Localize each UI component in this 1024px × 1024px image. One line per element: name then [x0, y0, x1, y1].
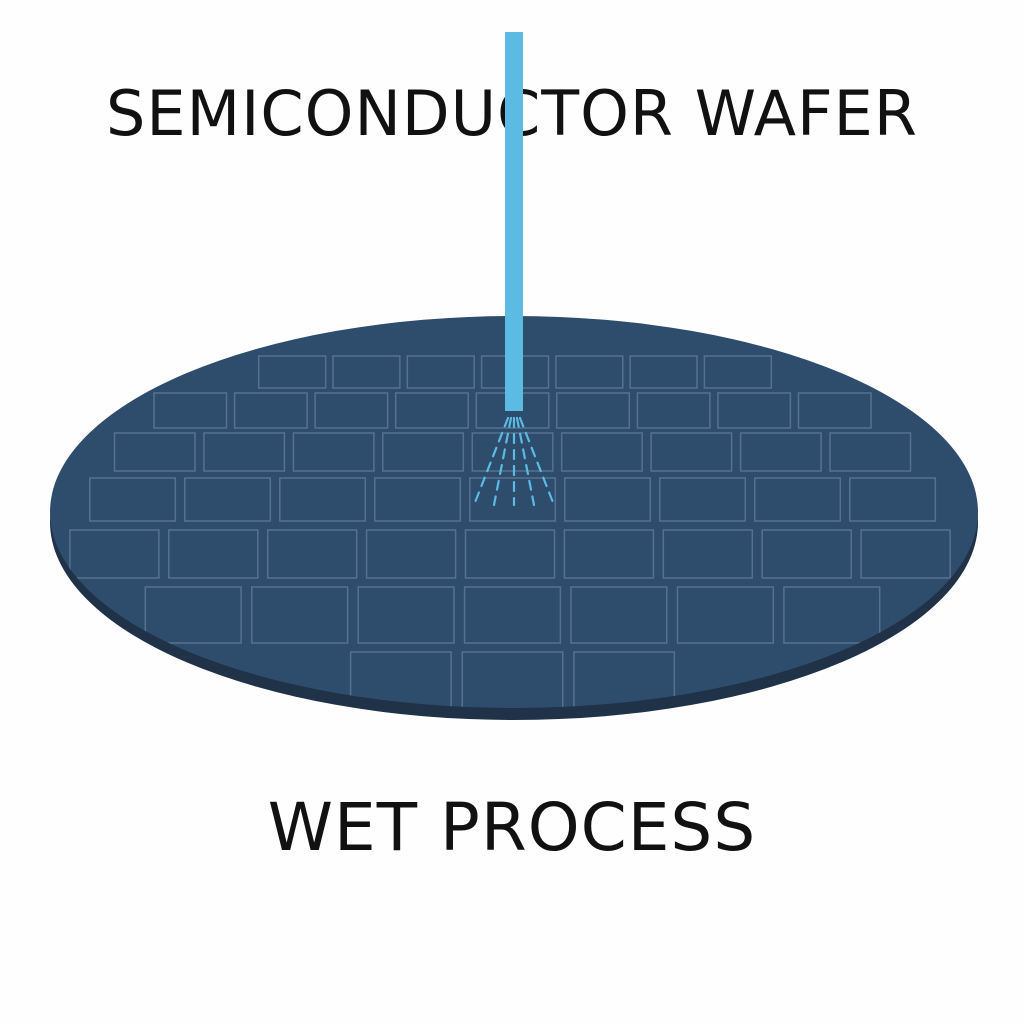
die-cell — [739, 432, 822, 472]
die-cell — [560, 432, 643, 472]
die-cell — [394, 392, 469, 429]
die-cell — [797, 392, 872, 429]
spray-droplet-line — [492, 416, 513, 507]
die-cell — [168, 529, 259, 579]
die-cell — [69, 529, 160, 579]
diagram-caption: WET PROCESS — [267, 789, 757, 866]
die-cell — [754, 477, 842, 522]
wafer-icon — [50, 316, 978, 708]
die-cell — [292, 432, 375, 472]
die-cell — [233, 392, 308, 429]
die-cell — [461, 651, 564, 708]
die-cell — [636, 392, 711, 429]
die-cell — [469, 477, 557, 522]
die-cell — [860, 529, 951, 579]
die-cell — [703, 355, 773, 389]
die-cell — [676, 586, 775, 644]
die-cell — [332, 355, 401, 389]
die-cell — [556, 392, 631, 429]
die-cell — [357, 586, 455, 644]
spray-droplet-line — [518, 416, 556, 507]
die-cell — [471, 432, 554, 472]
die-cell — [629, 355, 698, 389]
die-cell — [266, 529, 358, 579]
die-cell — [659, 477, 747, 522]
die-cell — [570, 586, 668, 644]
die-cell — [829, 432, 912, 472]
die-cell — [349, 651, 452, 708]
die-cell — [314, 392, 389, 429]
die-cell — [406, 355, 475, 389]
spray-icon — [472, 416, 556, 507]
die-cell — [89, 477, 177, 522]
die-cell — [113, 432, 196, 472]
die-cell — [365, 529, 457, 579]
die-cell — [563, 529, 655, 579]
die-cell — [257, 355, 327, 389]
die-cell — [573, 651, 676, 708]
die-cell — [251, 586, 349, 644]
die-cell — [279, 477, 367, 522]
die-cell — [374, 477, 462, 522]
die-cell — [564, 477, 652, 522]
die-cell — [144, 586, 242, 644]
spray-droplet-line — [472, 416, 510, 507]
die-cell — [184, 477, 272, 522]
die-cell — [203, 432, 286, 472]
die-cell — [463, 586, 562, 644]
die-cell — [153, 392, 228, 429]
die-cell — [761, 529, 852, 579]
spray-droplet-line — [515, 416, 536, 507]
die-cell — [783, 586, 881, 644]
die-cell — [717, 392, 792, 429]
die-cell — [650, 432, 733, 472]
die-cell — [662, 529, 754, 579]
die-cell — [849, 477, 937, 522]
die-cell — [555, 355, 624, 389]
die-cell — [464, 529, 556, 579]
die-cell — [382, 432, 465, 472]
nozzle-stream-icon — [505, 32, 523, 411]
